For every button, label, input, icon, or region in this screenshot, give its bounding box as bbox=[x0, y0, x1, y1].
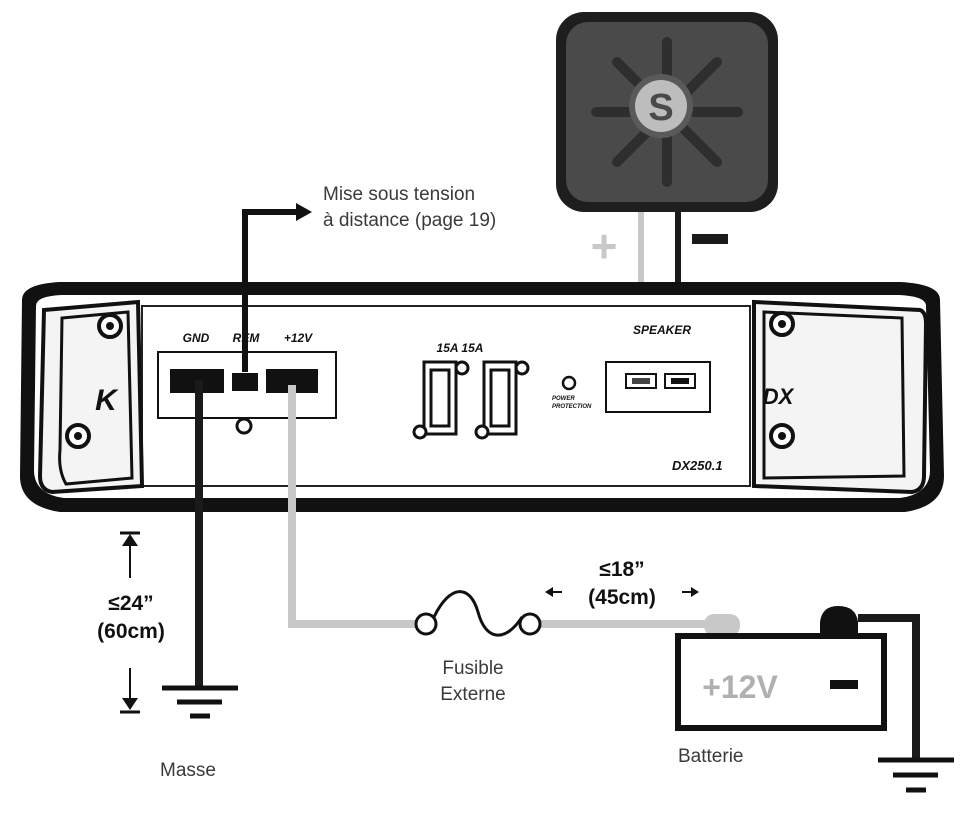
onboard-fuse-2 bbox=[454, 360, 530, 440]
remote-turn-on-callout: Mise sous tension à distance (page 19) bbox=[323, 182, 496, 234]
power-protection-label-1: POWER bbox=[552, 396, 575, 402]
power-protection-led bbox=[561, 375, 577, 391]
speaker-minus-symbol bbox=[692, 234, 728, 244]
external-fuse-icon bbox=[414, 590, 542, 637]
power-protection-label-2: PROTECTION bbox=[552, 404, 592, 410]
plus12-label: +12V bbox=[284, 331, 313, 345]
ground-length-value: ≤24” bbox=[108, 592, 154, 615]
speaker-plus-symbol: + bbox=[591, 220, 618, 272]
battery-negative-symbol bbox=[830, 680, 858, 689]
remote-wire bbox=[242, 209, 296, 372]
ground-symbol-icon bbox=[162, 685, 238, 719]
ground-length-dimension bbox=[120, 531, 140, 714]
battery: +12V bbox=[675, 606, 887, 731]
amplifier: K DX GND REM +12V 15A 15A bbox=[20, 282, 944, 512]
battery-length-metric: (45cm) bbox=[588, 586, 656, 609]
rem-terminal bbox=[232, 373, 258, 391]
external-fuse-line1: Fusible bbox=[442, 658, 504, 679]
brand-badge-right: DX bbox=[763, 384, 795, 409]
battery-length-dimension bbox=[545, 587, 699, 597]
subwoofer: S bbox=[556, 12, 778, 212]
gnd-label: GND bbox=[183, 331, 210, 345]
positive-wire bbox=[288, 385, 415, 628]
external-fuse-line2: Externe bbox=[440, 684, 506, 705]
battery-caption: Batterie bbox=[678, 746, 744, 767]
remote-arrow-icon bbox=[296, 203, 312, 221]
model-label: DX250.1 bbox=[672, 458, 723, 473]
onboard-fuse-1 bbox=[412, 360, 458, 440]
remote-turn-on-line2: à distance (page 19) bbox=[323, 210, 497, 231]
speaker-logo: S bbox=[648, 87, 673, 129]
battery-ground-wire bbox=[858, 614, 920, 760]
ground-label: Masse bbox=[160, 760, 216, 781]
speaker-terminal-label: SPEAKER bbox=[633, 323, 691, 337]
battery-ground-symbol-icon bbox=[878, 757, 954, 793]
battery-length-value: ≤18” bbox=[599, 558, 645, 581]
ground-length-metric: (60cm) bbox=[97, 620, 165, 643]
ground-length-label: ≤24” (60cm) bbox=[88, 590, 174, 646]
fuse-rating-label: 15A 15A bbox=[437, 341, 484, 355]
battery-length-label: ≤18” (45cm) bbox=[572, 556, 672, 612]
external-fuse-label: Fusible Externe bbox=[418, 656, 528, 708]
remote-turn-on-line1: Mise sous tension bbox=[323, 184, 476, 205]
battery-positive-label: +12V bbox=[702, 669, 778, 705]
brand-badge-left: K bbox=[95, 384, 119, 417]
